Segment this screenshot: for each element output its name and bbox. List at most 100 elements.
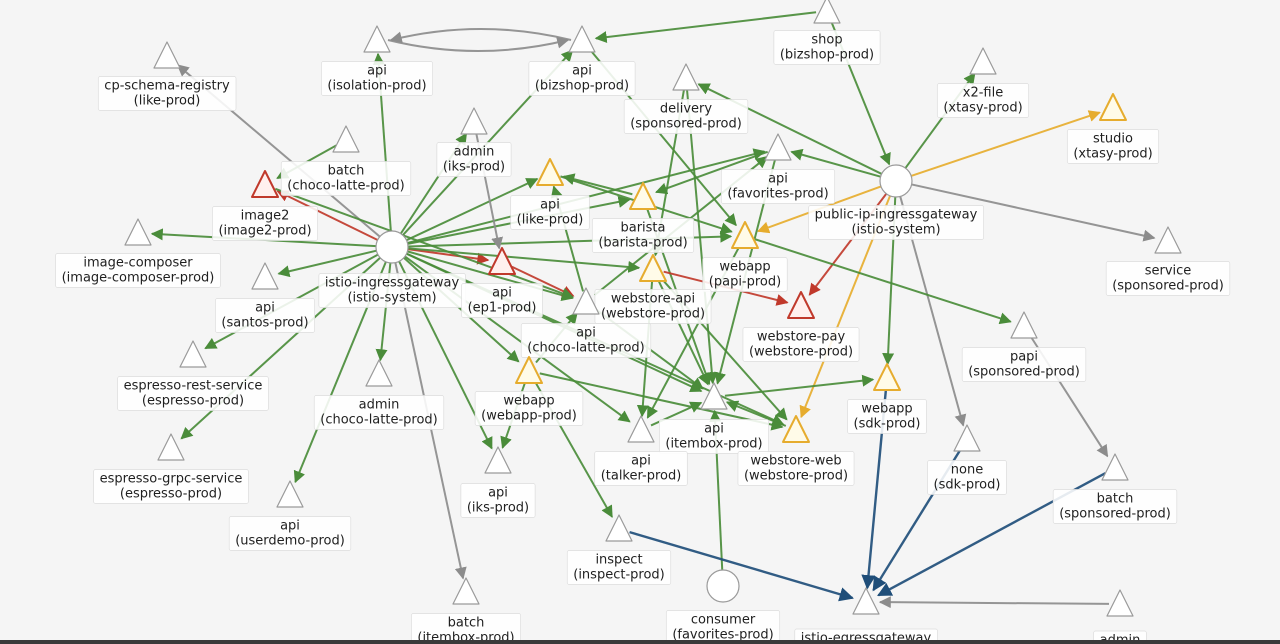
node-label-api-favorites: api(favorites-prod) xyxy=(720,169,836,204)
node-api-userdemo-triangle-icon[interactable] xyxy=(276,480,304,508)
edge-public-ip-ingress-to-studio[interactable] xyxy=(910,110,1101,177)
node-namespace: (sdk-prod) xyxy=(854,417,921,432)
edge-delivery-to-api-itembox[interactable] xyxy=(685,88,718,385)
node-api-favorites-triangle-icon[interactable] xyxy=(764,133,792,161)
node-name: x2-file xyxy=(963,86,1003,101)
node-istio-egress-triangle-icon[interactable] xyxy=(852,587,880,615)
edge-istio-ingress-to-api-santos[interactable] xyxy=(277,249,377,278)
node-name: batch xyxy=(1097,492,1134,507)
node-namespace: (bizshop-prod) xyxy=(780,48,874,63)
node-label-studio: studio(xtasy-prod) xyxy=(1066,129,1160,164)
node-image2-triangle-icon[interactable] xyxy=(251,170,279,198)
node-namespace: (santos-prod) xyxy=(221,316,308,331)
node-api-like-triangle-icon[interactable] xyxy=(536,158,564,186)
node-label-inspect: inspect(inspect-prod) xyxy=(566,550,672,585)
node-label-delivery: delivery(sponsored-prod) xyxy=(623,99,749,134)
node-admin-iks-triangle-icon[interactable] xyxy=(460,107,488,135)
node-papi-sponsored-triangle-icon[interactable] xyxy=(1010,311,1038,339)
node-delivery-triangle-icon[interactable] xyxy=(672,63,700,91)
edge-public-ip-ingress-to-api-favorites[interactable] xyxy=(790,148,881,178)
label-background xyxy=(411,613,521,644)
node-namespace: (espresso-prod) xyxy=(142,394,244,409)
label-background xyxy=(1066,129,1160,164)
edge-shop-bizshop-to-api-bizshop[interactable] xyxy=(594,11,817,44)
label-background xyxy=(117,376,269,411)
node-x2-file-triangle-icon[interactable] xyxy=(969,47,997,75)
edge-istio-ingress-to-api-like[interactable] xyxy=(406,178,539,242)
label-background xyxy=(737,451,855,486)
node-label-barista: barista(barista-prod) xyxy=(591,218,695,253)
label-background xyxy=(436,142,512,177)
edge-api-favorites-to-barista[interactable] xyxy=(655,150,769,195)
node-label-webstore-api: webstore-api(webstore-prod) xyxy=(594,289,712,324)
edge-api-isolation-to-api-bizshop[interactable] xyxy=(387,36,570,52)
node-admin-bottom-triangle-icon[interactable] xyxy=(1106,589,1134,617)
node-name: batch xyxy=(448,616,485,631)
node-api-bizshop-triangle-icon[interactable] xyxy=(568,25,596,53)
edge-istio-ingress-to-image2[interactable] xyxy=(276,190,379,241)
node-api-itembox-triangle-icon[interactable] xyxy=(700,382,728,410)
label-background xyxy=(936,83,1030,118)
edge-api-bizshop-to-api-isolation[interactable] xyxy=(389,28,572,44)
node-webapp-webapp-triangle-icon[interactable] xyxy=(515,356,543,384)
node-none-sdk-triangle-icon[interactable] xyxy=(953,424,981,452)
node-label-api-like: api(like-prod) xyxy=(510,195,590,230)
node-label-espresso-grpc: espresso-grpc-service(espresso-prod) xyxy=(93,469,249,504)
node-espresso-grpc-triangle-icon[interactable] xyxy=(157,433,185,461)
node-name: papi xyxy=(1010,350,1038,365)
edge-webapp-webapp-to-webstore-web[interactable] xyxy=(539,372,784,431)
node-public-ip-ingress-circle-icon[interactable] xyxy=(879,164,913,198)
node-admin-choco-triangle-icon[interactable] xyxy=(365,359,393,387)
node-webapp-papi-triangle-icon[interactable] xyxy=(731,221,759,249)
node-espresso-rest-triangle-icon[interactable] xyxy=(179,340,207,368)
node-namespace: (webstore-prod) xyxy=(601,307,705,322)
node-shop-bizshop-triangle-icon[interactable] xyxy=(813,0,841,24)
node-istio-ingress-circle-icon[interactable] xyxy=(375,230,409,264)
edge-webapp-papi-to-papi-sponsored[interactable] xyxy=(755,238,1012,325)
node-webstore-api-triangle-icon[interactable] xyxy=(639,254,667,282)
node-batch-itembox-triangle-icon[interactable] xyxy=(452,577,480,605)
label-background xyxy=(847,399,927,434)
edge-istio-ingress-to-api-ep1[interactable] xyxy=(407,248,490,265)
node-api-choco-triangle-icon[interactable] xyxy=(572,287,600,315)
node-namespace: (userdemo-prod) xyxy=(235,534,345,549)
edge-image2-to-api-choco[interactable] xyxy=(274,187,574,300)
node-consumer-circle-icon[interactable] xyxy=(706,569,740,603)
node-webstore-web-triangle-icon[interactable] xyxy=(782,415,810,443)
edge-public-ip-ingress-to-service-sponsored[interactable] xyxy=(911,183,1156,242)
node-label-batch-sponsored: batch(sponsored-prod) xyxy=(1052,489,1178,524)
label-background xyxy=(591,218,695,253)
label-background xyxy=(773,30,881,65)
node-api-ep1-triangle-icon[interactable] xyxy=(488,247,516,275)
node-name: barista xyxy=(620,221,665,236)
node-batch-sponsored-triangle-icon[interactable] xyxy=(1101,453,1129,481)
node-name: webstore-api xyxy=(611,292,695,307)
node-inspect-triangle-icon[interactable] xyxy=(605,514,633,542)
label-background xyxy=(808,205,984,240)
edge-public-ip-ingress-to-delivery[interactable] xyxy=(697,83,883,175)
edge-api-itembox-to-webapp-sdk[interactable] xyxy=(724,374,875,397)
node-namespace: (xtasy-prod) xyxy=(943,101,1022,116)
node-namespace: (isolation-prod) xyxy=(327,79,426,94)
edge-inspect-to-istio-egress[interactable] xyxy=(629,530,854,602)
node-batch-choco-triangle-icon[interactable] xyxy=(332,125,360,153)
node-api-talker-triangle-icon[interactable] xyxy=(627,415,655,443)
node-api-santos-triangle-icon[interactable] xyxy=(251,262,279,290)
node-api-iks-triangle-icon[interactable] xyxy=(484,446,512,474)
node-name: image-composer xyxy=(83,256,193,271)
node-barista-triangle-icon[interactable] xyxy=(629,182,657,210)
node-service-sponsored-triangle-icon[interactable] xyxy=(1154,226,1182,254)
node-studio-triangle-icon[interactable] xyxy=(1099,93,1127,121)
edge-barista-to-api-like[interactable] xyxy=(562,173,633,196)
node-webapp-sdk-triangle-icon[interactable] xyxy=(873,363,901,391)
node-namespace: (sponsored-prod) xyxy=(630,117,742,132)
node-webstore-pay-triangle-icon[interactable] xyxy=(787,291,815,319)
edge-admin-bottom-to-istio-egress[interactable] xyxy=(878,596,1110,609)
node-name: webapp xyxy=(861,402,912,417)
node-image-composer-triangle-icon[interactable] xyxy=(124,218,152,246)
node-api-isolation-triangle-icon[interactable] xyxy=(363,25,391,53)
node-label-api-iks: api(iks-prod) xyxy=(460,483,536,518)
node-cp-schema-registry-triangle-icon[interactable] xyxy=(153,41,181,69)
node-label-api-choco: api(choco-latte-prod) xyxy=(520,323,652,358)
node-name: service xyxy=(1145,264,1192,279)
